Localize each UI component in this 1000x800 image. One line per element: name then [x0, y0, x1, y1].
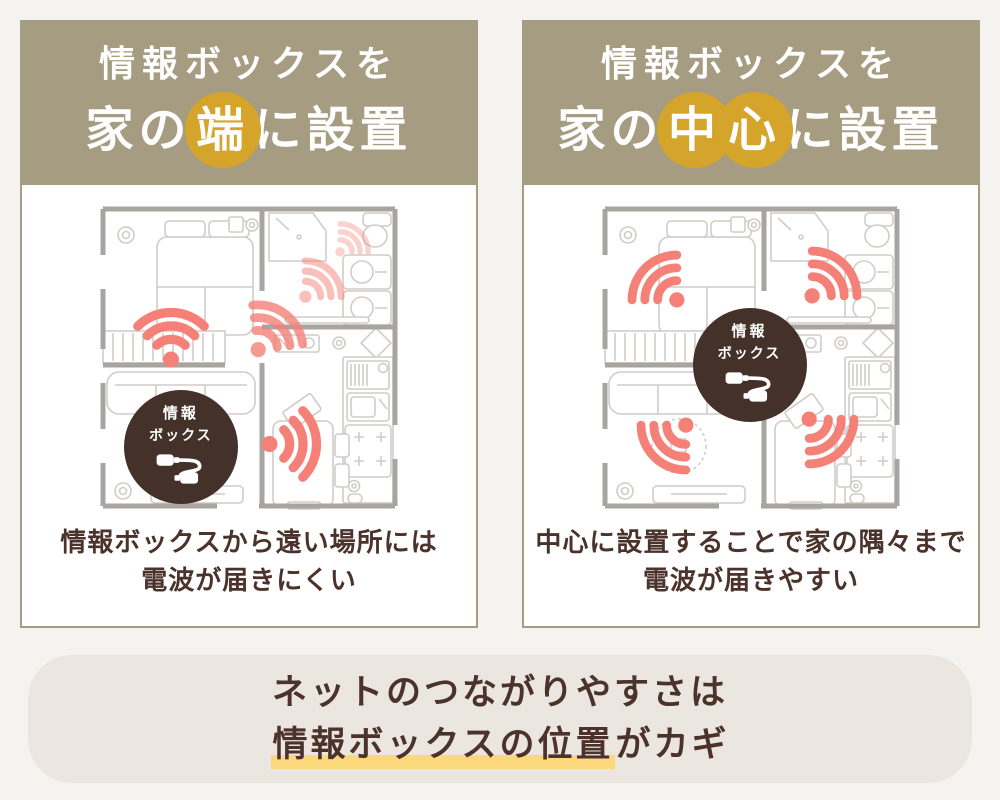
panel-center-caption: 中心に設置することで家の隅々まで 電波が届きやすい	[524, 524, 978, 600]
header-line2-pre: 家の	[557, 101, 664, 158]
conclusion-banner: ネットのつながりやすさは 情報ボックスの位置がカギ	[28, 655, 972, 783]
info-box-marker: 情報 ボックス	[123, 389, 238, 504]
info-box-label-line1: 情報	[731, 322, 768, 341]
highlighted-word-edge: 端	[192, 99, 254, 161]
yellow-circle-char: 端	[192, 99, 254, 161]
panel-center-header: 情報ボックスを 家の中心に設置	[524, 22, 978, 185]
header-line2: 家の端に設置	[85, 99, 412, 161]
caption-line1: 情報ボックスから遠い場所には	[60, 528, 438, 558]
panel-edge-header: 情報ボックスを 家の端に設置	[22, 22, 476, 185]
header-line2-post: に設置	[785, 101, 945, 158]
conclusion-line2: 情報ボックスの位置がカギ	[271, 724, 730, 765]
panel-center-placement: 情報ボックスを 家の中心に設置 情報 ボックス	[522, 20, 980, 628]
header-line1: 情報ボックスを	[601, 43, 901, 85]
info-box-marker: 情報 ボックス	[692, 308, 807, 423]
conclusion-highlighted-phrase: 情報ボックスの位置	[271, 725, 616, 769]
panel-edge-placement: 情報ボックスを 家の端に設置 情報 ボックス	[20, 20, 478, 628]
panel-center-body: 情報 ボックス 中心に設置することで家の隅々まで 電波が届きやすい	[524, 205, 978, 646]
floor-plan-center: 情報 ボックス	[601, 205, 901, 510]
header-line2-post: に設置	[253, 101, 413, 158]
info-box-label-line2: ボックス	[717, 346, 782, 363]
yellow-circle-char: 中	[664, 99, 726, 161]
yellow-circle-char: 心	[724, 99, 786, 161]
info-box-label-line2: ボックス	[149, 427, 213, 444]
panel-edge-body: 情報 ボックス 情報ボックスから遠い場所には 電波が届きにくい	[22, 205, 476, 646]
conclusion-line1: ネットのつながりやすさは	[271, 672, 728, 713]
conclusion-line2-post: がカギ	[615, 724, 730, 765]
floor-plan-edge: 情報 ボックス	[99, 205, 399, 510]
highlighted-word-center: 中心	[664, 99, 786, 161]
info-box-label-line1: 情報	[162, 403, 199, 422]
caption-line1: 中心に設置することで家の隅々まで	[535, 528, 967, 558]
plug-cable-icon	[156, 454, 202, 484]
header-line2-pre: 家の	[85, 101, 192, 158]
plug-cable-icon	[725, 372, 771, 402]
header-line2: 家の中心に設置	[557, 99, 944, 161]
panel-edge-caption: 情報ボックスから遠い場所には 電波が届きにくい	[22, 524, 476, 600]
caption-line2: 電波が届きやすい	[642, 566, 859, 596]
header-line1: 情報ボックスを	[99, 43, 399, 85]
caption-line2: 電波が届きにくい	[141, 566, 357, 596]
